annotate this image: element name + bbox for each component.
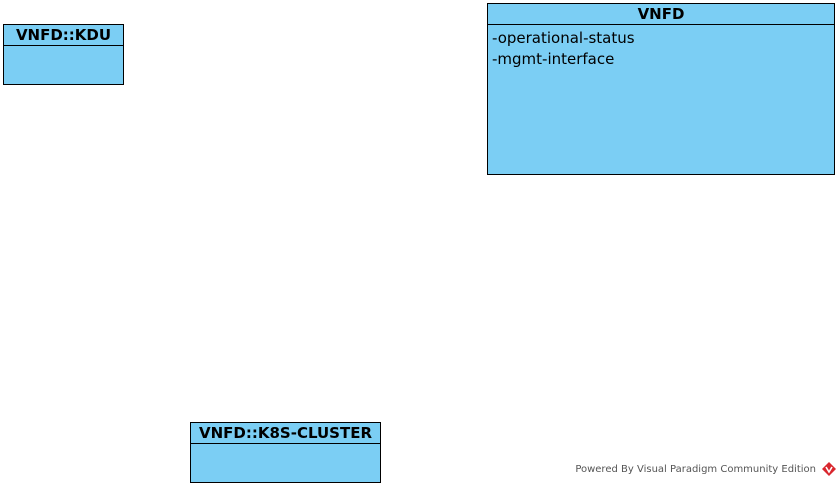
visual-paradigm-logo-icon [822, 462, 836, 476]
class-attributes [191, 444, 380, 447]
class-name: VNFD::KDU [4, 25, 123, 46]
powered-by-text: Powered By Visual Paradigm Community Edi… [575, 463, 816, 475]
class-vnfd-kdu[interactable]: VNFD::KDU [3, 24, 124, 85]
class-vnfd-k8s-cluster[interactable]: VNFD::K8S-CLUSTER [190, 422, 381, 483]
attribute-operational-status: -operational-status [492, 29, 635, 47]
class-vnfd[interactable]: VNFD -operational-status -mgmt-interface [487, 3, 835, 175]
class-name: VNFD::K8S-CLUSTER [191, 423, 380, 444]
class-attributes [4, 46, 123, 49]
class-attributes: -operational-status -mgmt-interface [488, 25, 834, 70]
powered-by-footer: Powered By Visual Paradigm Community Edi… [575, 462, 836, 476]
attribute-mgmt-interface: -mgmt-interface [492, 50, 615, 68]
class-name: VNFD [488, 4, 834, 25]
